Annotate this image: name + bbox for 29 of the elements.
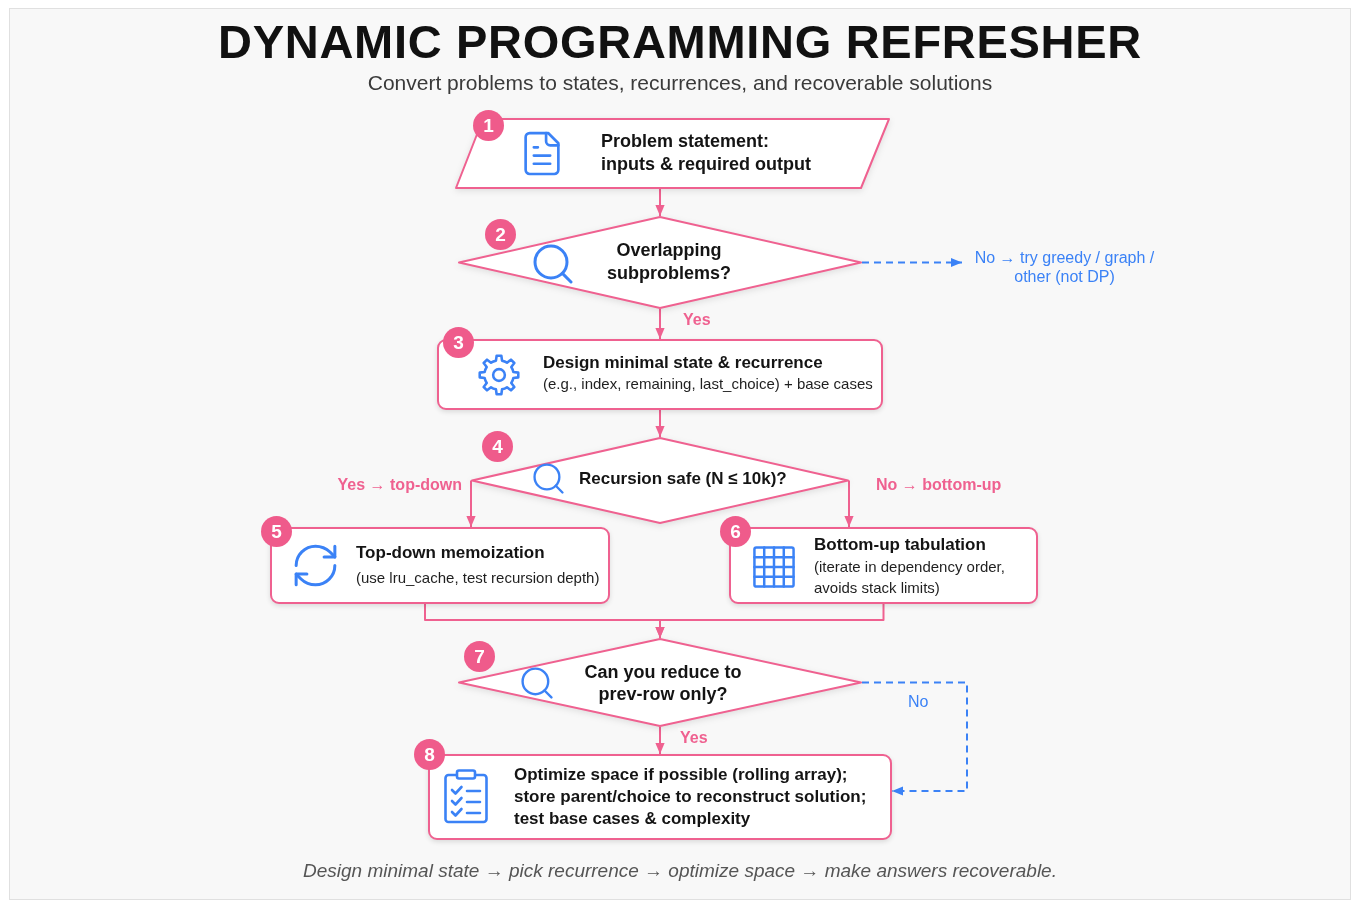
arrow [655, 726, 665, 755]
arrow [655, 308, 665, 340]
step-title: Can you reduce to prev-row only? [583, 661, 743, 705]
arrow [844, 479, 854, 528]
subtitle: Convert problems to states, recurrences, and recoverable solutions [367, 70, 993, 96]
edge-label: No → bottom-up [874, 475, 1004, 495]
arrow [655, 409, 665, 438]
caption: Design minimal state → pick recurrence → optimize space → make answers recoverable. [303, 859, 1057, 883]
step-description: (use lru_cache, test recursion depth) [356, 568, 600, 588]
step-title: Overlapping subproblems? [606, 239, 732, 285]
dashed-arrow [861, 681, 968, 796]
step-title: Optimize space if possible (rolling array); store parent/choice to reconstruct solution; test base cases & complexity [514, 764, 868, 830]
decision-diamond [458, 638, 862, 727]
dashed-arrow [861, 257, 963, 268]
decision-diamond [458, 216, 862, 309]
step-description: (iterate in dependency order, avoids stack limits) [814, 557, 1006, 598]
title: DYNAMIC PROGRAMMING REFRESHER [218, 14, 1142, 70]
arrow [655, 188, 665, 217]
step-title: Top-down memoization [356, 542, 545, 564]
arrow [655, 603, 885, 639]
step-number: 3 [443, 327, 474, 358]
step-description: (e.g., index, remaining, last_choice) + base cases [543, 374, 873, 394]
branch-note: No → try greedy / graph / other (not DP) [962, 248, 1167, 286]
step-title: Bottom-up tabulation [814, 534, 986, 556]
edge-label: Yes → top-down [335, 475, 464, 495]
step-title: Design minimal state & recurrence [543, 352, 823, 374]
step-title: Problem statement: inputs & required output [601, 130, 812, 176]
step-title: Recursion safe (N ≤ 10k)? [579, 468, 787, 490]
arrow [466, 479, 476, 528]
